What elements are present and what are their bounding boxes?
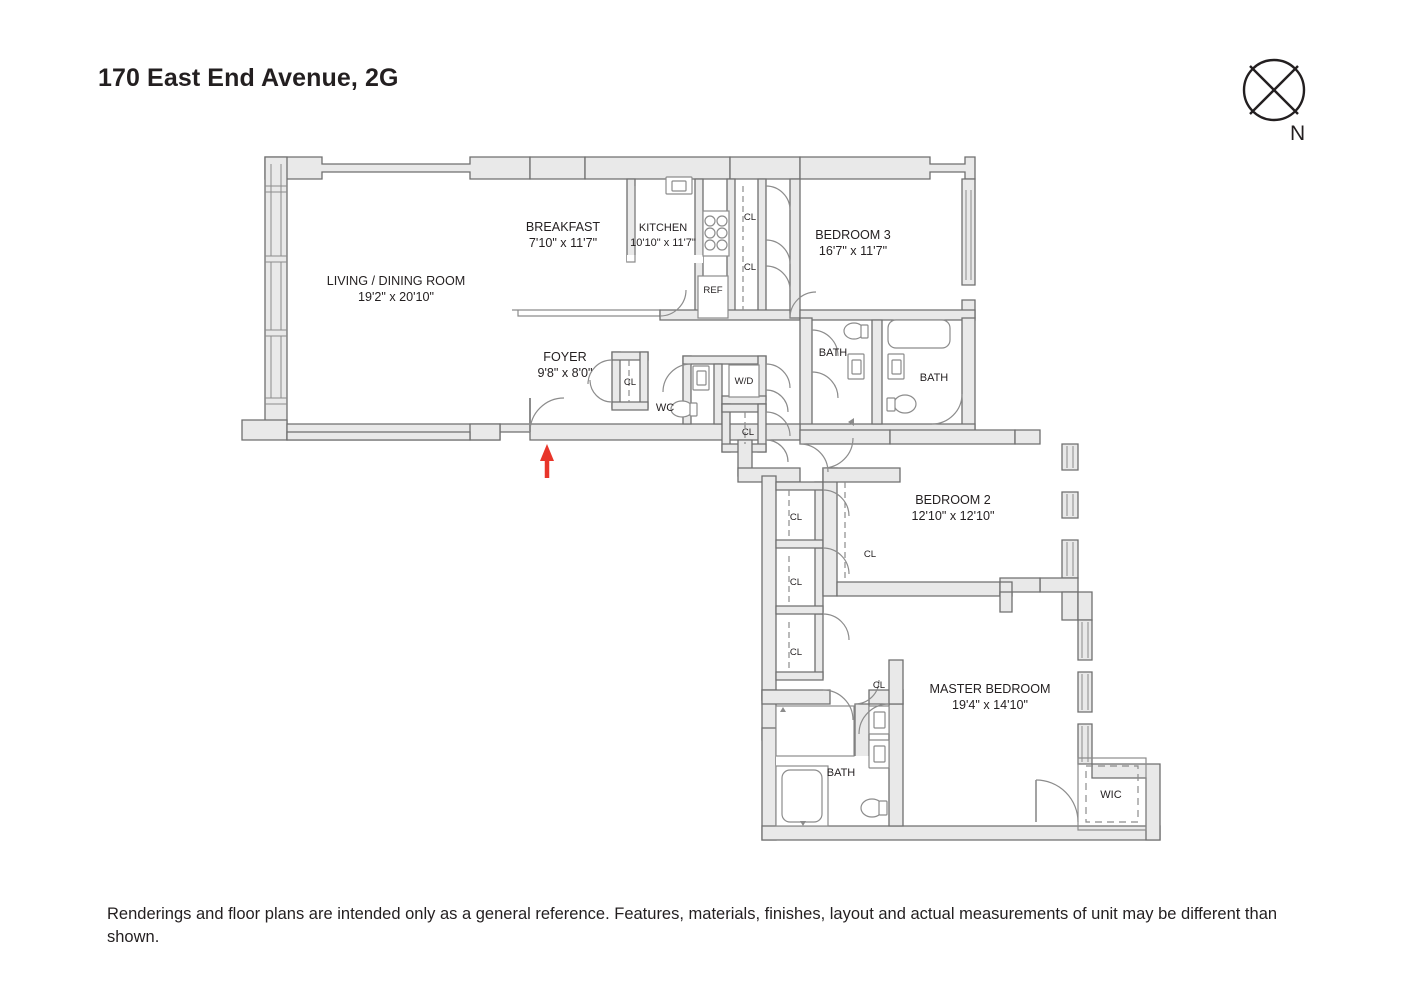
wic-shelving [1085, 765, 1139, 823]
room-dim-bedroom-3: 16'7" x 11'7" [819, 244, 887, 258]
label-wc: WC [656, 402, 674, 414]
washer-dryer-unit [728, 364, 760, 398]
page-title: 170 East End Avenue, 2G [98, 64, 399, 92]
label-bath-master: BATH [827, 767, 856, 779]
room-labels: LIVING / DINING ROOM 19'2" x 20'10" BREA… [327, 220, 1051, 712]
closet-label-hall-3: CL [790, 647, 803, 658]
bath2-toilet [893, 394, 917, 414]
room-name-bedroom-3: BEDROOM 3 [815, 228, 891, 242]
closet-label-hall-1: CL [790, 512, 803, 523]
closet-label-bedroom-2: CL [864, 549, 877, 560]
fixture-marks [780, 418, 854, 826]
room-name-living-dining-room: LIVING / DINING ROOM [327, 274, 466, 288]
label-walk-in-closet: WIC [1100, 789, 1121, 801]
wall-structure [241, 156, 1161, 841]
area-labels: BATH BATH BATH WC W/D REF WIC [656, 285, 1122, 801]
disclaimer-text: Renderings and floor plans are intended … [107, 905, 1278, 946]
room-name-bedroom-2: BEDROOM 2 [915, 493, 991, 507]
floor-plan-drawing: LIVING / DINING ROOM 19'2" x 20'10" BREA… [241, 156, 1161, 841]
room-name-foyer: FOYER [543, 350, 586, 364]
closet-label-kitchen-upper: CL [744, 212, 757, 223]
label-bath-bedroom3: BATH [920, 372, 949, 384]
room-dim-foyer: 9'8" x 8'0" [537, 366, 592, 380]
master-bath-tub [781, 769, 823, 823]
closet-label-foyer: CL [624, 377, 637, 388]
interior-details [627, 176, 1147, 831]
entry-arrow-icon [540, 444, 554, 478]
compass-rose: N [1232, 48, 1332, 153]
bath2-tub [887, 319, 951, 349]
room-dim-master-bedroom: 19'4" x 14'10" [952, 698, 1028, 712]
label-refrigerator: REF [703, 285, 722, 296]
room-name-breakfast: BREAKFAST [526, 220, 600, 234]
floor-plan-svg: LIVING / DINING ROOM 19'2" x 20'10" BREA… [241, 156, 1161, 841]
closet-labels: CL CL CL CL CL CL CL CL CL [624, 212, 886, 691]
door-swings [529, 185, 1079, 823]
closet-label-hall-foyer: CL [742, 427, 755, 438]
room-name-kitchen: KITCHEN [639, 222, 687, 234]
room-dim-bedroom-2: 12'10" x 12'10" [911, 509, 994, 523]
room-dim-breakfast: 7'10" x 11'7" [529, 236, 597, 250]
window-mullions [265, 164, 1089, 762]
room-dim-kitchen: 10'10" x 11'7" [630, 237, 696, 249]
label-bath-secondary: BATH [819, 347, 848, 359]
compass-circle-cross-icon [1242, 58, 1306, 122]
room-name-master-bedroom: MASTER BEDROOM [929, 682, 1050, 696]
refrigerator-fixture [697, 275, 729, 319]
closet-label-kitchen-lower: CL [744, 262, 757, 273]
closet-label-hall-2: CL [790, 577, 803, 588]
compass-north-label: N [1290, 122, 1306, 145]
closet-label-master: CL [873, 680, 886, 691]
master-bath-counter [775, 705, 855, 757]
room-dim-living-dining-room: 19'2" x 20'10" [358, 290, 434, 304]
label-washer-dryer: W/D [735, 376, 754, 387]
